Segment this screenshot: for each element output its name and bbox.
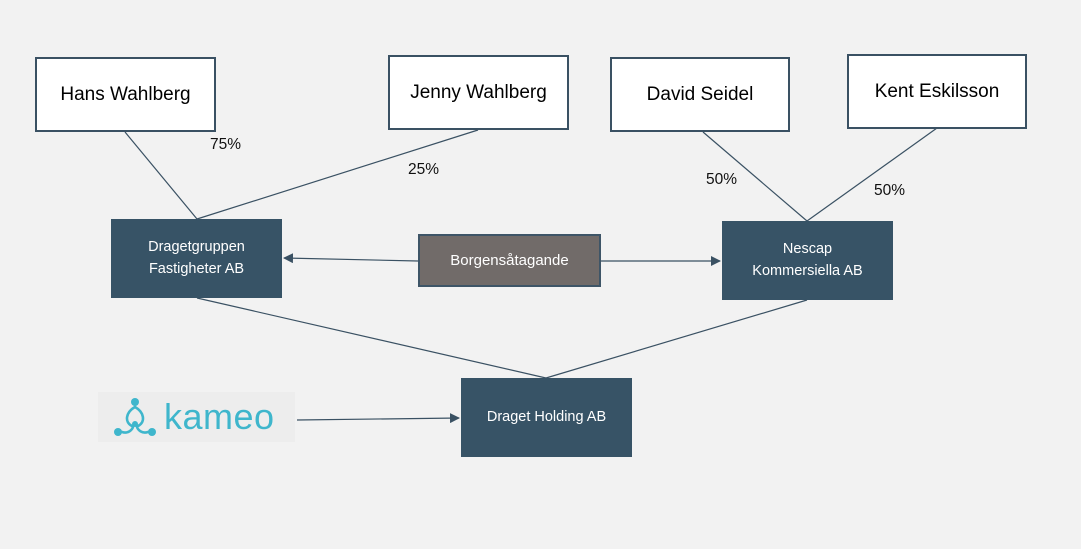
person-david-seidel: David Seidel <box>610 57 790 132</box>
person-kent-eskilsson: Kent Eskilsson <box>847 54 1027 129</box>
company-name: Draget Holding AB <box>486 408 607 425</box>
ownership-kent-pct: 50% <box>874 182 906 199</box>
arrow-guarantee-to-dragetgruppen <box>283 253 419 264</box>
person-name: David Seidel <box>646 83 754 105</box>
ownership-jenny-pct: 25% <box>408 161 440 178</box>
company-dragetgruppen: Dragetgruppen Fastigheter AB <box>111 219 282 298</box>
line-jenny-dragetgruppen <box>196 129 479 220</box>
line-nescap-holding <box>545 299 808 379</box>
ownership-hans-pct: 75% <box>210 136 242 153</box>
kameo-logo-text: kameo <box>164 396 275 437</box>
person-name: Kent Eskilsson <box>874 80 1000 102</box>
kameo-logo-icon <box>114 398 156 436</box>
person-jenny-wahlberg: Jenny Wahlberg <box>388 55 569 130</box>
arrow-kameo-to-holding <box>296 413 460 424</box>
person-hans-wahlberg: Hans Wahlberg <box>35 57 216 132</box>
line-kent-nescap <box>806 127 938 222</box>
line-david-nescap <box>702 131 808 222</box>
person-name: Hans Wahlberg <box>60 83 191 105</box>
company-nescap: Nescap Kommersiella AB <box>722 221 893 300</box>
company-draget-holding: Draget Holding AB <box>461 378 632 457</box>
line-dragetgruppen-holding <box>196 297 547 379</box>
ownership-david-pct: 50% <box>706 171 738 188</box>
guarantee-label: Borgensåtagande <box>450 252 569 269</box>
guarantee-box: Borgensåtagande <box>418 234 601 287</box>
line-hans-dragetgruppen <box>124 131 198 220</box>
company-name: Nescap Kommersiella AB <box>752 241 863 279</box>
kameo-logo: kameo <box>98 392 295 442</box>
company-name: Dragetgruppen Fastigheter AB <box>148 239 245 277</box>
person-name: Jenny Wahlberg <box>410 81 547 103</box>
